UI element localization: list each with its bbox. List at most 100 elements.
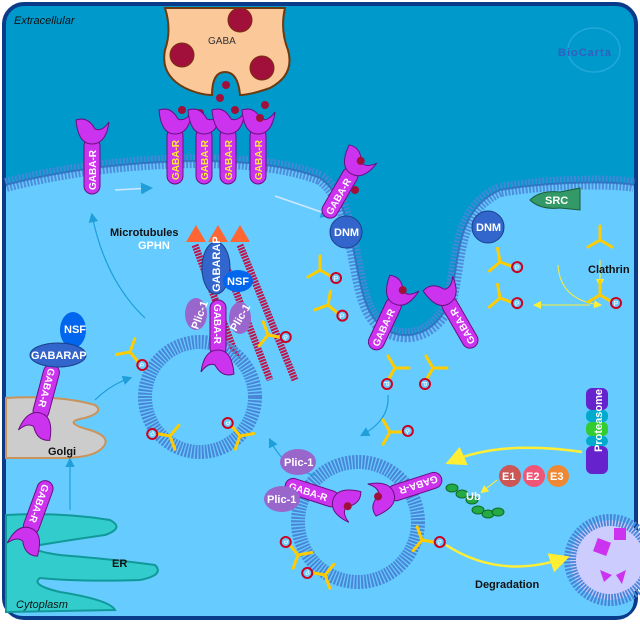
phosphate-label: P <box>283 334 290 342</box>
phosphate-tag: P <box>511 261 524 274</box>
clathrin-triskelion: P <box>586 279 622 309</box>
degradation-label: Degradation <box>475 579 539 591</box>
phosphate-tag: P <box>336 309 349 322</box>
golgi-label: Golgi <box>48 446 76 458</box>
dynamin <box>329 215 363 249</box>
phosphate-label: P <box>405 428 413 437</box>
e2-label: E2 <box>526 471 539 483</box>
phosphate-tag: P <box>279 331 292 344</box>
endocytosis-arrow <box>359 394 389 437</box>
clathrin-triskelion: P <box>279 536 314 570</box>
receptor-binding-site <box>422 275 457 307</box>
nsf <box>223 270 253 292</box>
clathrin-triskelion: P <box>313 289 349 322</box>
phosphate-tag: P <box>279 536 292 549</box>
gaba-label: GABA <box>208 36 236 47</box>
phosphate-tag: P <box>610 297 622 309</box>
plic-1-label: Plic-1 <box>267 494 296 506</box>
clathrin-triskelion: P <box>487 282 524 310</box>
plic-1 <box>280 449 316 475</box>
clathrin-triskelion: P <box>301 562 336 590</box>
plic-1 <box>185 298 207 330</box>
proteasome-label: Proteasome <box>593 389 605 452</box>
clathrin-triskelion: P <box>257 320 292 348</box>
clathrin-label: Clathrin <box>588 264 630 276</box>
receptor-label: GABA-R <box>211 304 222 345</box>
nsf-label: NSF <box>64 324 86 336</box>
receptor-label: GABA-R <box>200 139 211 180</box>
plic-1 <box>264 486 300 512</box>
cytoplasm-label: Cytoplasm <box>16 599 68 611</box>
clathrin-triskelion: P <box>114 337 149 371</box>
gaba-receptor: GABA-R <box>200 299 235 376</box>
clathrin-triskelion: P <box>146 423 181 451</box>
synaptic-vesicle <box>249 55 275 81</box>
gabarap-complex-golgi: NSF GABARAP <box>29 312 87 368</box>
phosphate-label: P <box>420 382 427 387</box>
phosphate-tag: P <box>146 427 159 440</box>
phosphate-tag: P <box>381 378 393 390</box>
plic-1-bottom: Plic-1 Plic-1 <box>264 449 316 512</box>
bound-gaba <box>374 492 383 501</box>
receptor-binding-site <box>200 349 235 376</box>
gabarap <box>29 342 87 368</box>
e3-label: E3 <box>550 471 563 483</box>
clathrin-triskelion: P <box>306 254 342 284</box>
degraded-fragments <box>593 528 626 584</box>
endocytic-vesicle <box>291 455 425 589</box>
dynamin <box>471 210 505 244</box>
phosphate-label: P <box>148 428 155 436</box>
clathrin-triskelion: P <box>487 246 524 274</box>
synaptic-vesicle <box>169 42 195 68</box>
gaba-receptor: GABA-R <box>158 108 193 185</box>
clathrin-layer: P P P P P P P P P P P P P P P <box>114 224 622 590</box>
receptor-label: GABA-R <box>224 139 235 180</box>
bound-gaba <box>398 286 407 295</box>
plic-1-label: Plic-1 <box>284 457 313 469</box>
dnm-label: DNM <box>334 227 359 239</box>
degradation-arrow <box>445 543 570 573</box>
ubiquitin-chain <box>445 483 505 519</box>
phosphate-label: P <box>283 536 290 544</box>
clathrin-triskelion <box>586 224 614 249</box>
insertion-arrow <box>88 212 146 319</box>
phosphate-label: P <box>334 276 339 283</box>
e1-enzyme <box>499 465 521 487</box>
bound-gaba <box>343 502 352 511</box>
gaba-receptor: GABA-R <box>75 118 110 195</box>
src-arrow <box>557 264 602 309</box>
er-label: ER <box>112 558 127 570</box>
src-kinase <box>529 187 581 211</box>
phosphate-label: P <box>614 301 619 308</box>
receptor-label: GABA-R <box>254 139 265 180</box>
receptor-binding-site <box>17 412 52 441</box>
clathrin-triskelion: P <box>381 418 414 446</box>
phosphate-tag: P <box>136 358 149 371</box>
phosphate-label: P <box>303 567 310 575</box>
src-label: SRC <box>545 195 568 207</box>
dnm-label: DNM <box>476 222 501 234</box>
receptor-label: GABA-R <box>88 149 99 190</box>
golgi-to-vesicle-arrow <box>94 375 133 401</box>
phosphate-tag: P <box>419 378 431 390</box>
phosphate-tag: P <box>330 272 342 284</box>
nsf-label: NSF <box>227 276 249 288</box>
receptor-binding-site <box>75 118 110 145</box>
phosphate-tag: P <box>433 536 446 549</box>
biocarta-logo-text: BioCarta <box>558 47 612 59</box>
clathrin-triskelion: P <box>411 525 446 553</box>
proteasome: Proteasome <box>586 388 608 474</box>
phosphate-tag: P <box>401 424 414 437</box>
e1-label: E1 <box>502 471 515 483</box>
diffusion-arrow <box>274 195 333 218</box>
gabarap-label: GABARAP <box>211 236 223 292</box>
biocarta-logo: BioCarta <box>558 27 621 73</box>
e2-enzyme <box>523 465 545 487</box>
gabarap-label: GABARAP <box>31 350 87 362</box>
phosphate-tag: P <box>221 417 234 430</box>
phosphate-tag: P <box>301 566 314 579</box>
phosphate-tag: P <box>511 297 524 310</box>
synaptic-vesicle <box>227 7 253 33</box>
